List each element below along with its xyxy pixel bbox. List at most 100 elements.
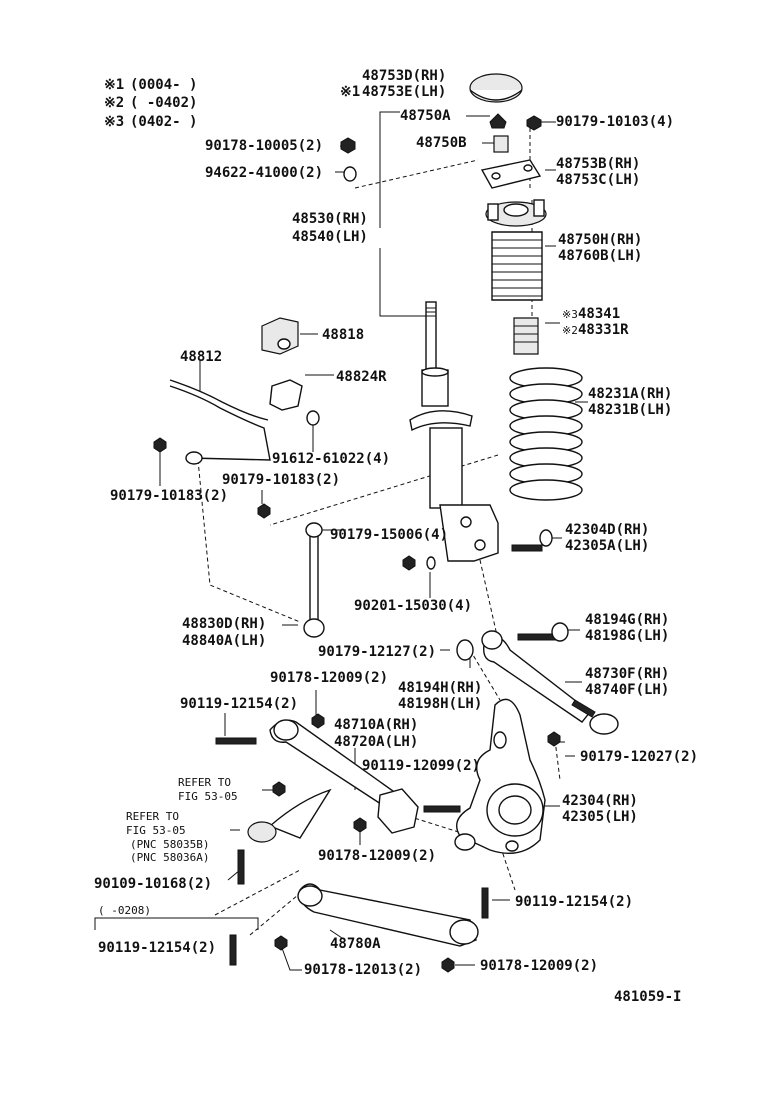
bolt-91612 xyxy=(306,410,320,426)
label-48753e: 48753E(LH) xyxy=(362,84,446,100)
bolt-90119-12154-a xyxy=(215,737,257,745)
label-90179-12127: 90179-12127(2) xyxy=(318,644,436,660)
bushing-48750b xyxy=(493,135,509,153)
bracket-48824r xyxy=(269,379,303,411)
label-48818: 48818 xyxy=(322,327,364,343)
legend-text-1: (0004- ) xyxy=(130,77,197,93)
label-48730f: 48730F(RH) xyxy=(585,666,669,682)
bolt-90119-12154-b xyxy=(481,887,489,919)
legend-mark-2: ※2 xyxy=(104,95,124,111)
stabilizer-parts xyxy=(153,317,553,638)
label-48740f: 48740F(LH) xyxy=(585,682,669,698)
label-90119-12154-right: 90119-12154(2) xyxy=(515,894,633,910)
label-90109-10168: 90109-10168(2) xyxy=(94,876,212,892)
label-48194g: 48194G(RH) xyxy=(585,612,669,628)
nut-90178-12013 xyxy=(274,935,288,951)
label-91612-61022: 91612-61022(4) xyxy=(272,451,390,467)
label-48830d: 48830D(RH) xyxy=(182,616,266,632)
label-48331r: 48331R xyxy=(578,322,629,338)
label-90178-12009-middle: 90178-12009(2) xyxy=(318,848,436,864)
label-90201-15030: 90201-15030(4) xyxy=(354,598,472,614)
label-48720a: 48720A(LH) xyxy=(334,734,418,750)
label-48750a: 48750A xyxy=(400,108,451,124)
bump-stop-48341 xyxy=(513,317,539,355)
part-58035b xyxy=(247,821,277,843)
label-48760b: 48760B(LH) xyxy=(558,248,642,264)
label-90179-15006: 90179-15006(4) xyxy=(330,527,448,543)
legend: ※1 (0004- ) ※2 ( -0402) ※3 (0402- ) xyxy=(104,77,197,130)
label-48753b: 48753B(RH) xyxy=(556,156,640,172)
label-48198g: 48198G(LH) xyxy=(585,628,669,644)
nut-90179-10183-a xyxy=(153,437,167,453)
label-90119-12154-lower: 90119-12154(2) xyxy=(98,940,216,956)
label-48530: 48530(RH) xyxy=(292,211,368,227)
bolt-90119-12154-c xyxy=(229,934,237,966)
label-90178-12009-upper: 90178-12009(2) xyxy=(270,670,388,686)
label-90179-10183-lower: 90179-10183(2) xyxy=(110,488,228,504)
stabilizer-bar-48812 xyxy=(169,379,269,421)
label-42304d: 42304D(RH) xyxy=(565,522,649,538)
pnc-58035b: (PNC 58035B) xyxy=(130,838,209,851)
label-90179-12027: 90179-12027(2) xyxy=(580,749,698,765)
bolt-48194g xyxy=(517,633,557,641)
label-42305: 42305(LH) xyxy=(562,809,638,825)
label-48231a: 48231A(RH) xyxy=(588,386,672,402)
nut-90178-12009-b xyxy=(353,817,367,833)
refer-fig-2: FIG 53-05 xyxy=(126,824,186,837)
legend-text-2: ( -0402) xyxy=(130,95,197,111)
label-48812: 48812 xyxy=(180,349,222,365)
label-48198h: 48198H(LH) xyxy=(398,696,482,712)
figure-id: 481059-I xyxy=(614,989,681,1005)
label-94622-41000: 94622-41000(2) xyxy=(205,165,323,181)
label-48194h: 48194H(RH) xyxy=(398,680,482,696)
label-42305a: 42305A(LH) xyxy=(565,538,649,554)
label-48753c: 48753C(LH) xyxy=(556,172,640,188)
legend-text-3: (0402- ) xyxy=(130,114,197,130)
label-48840a: 48840A(LH) xyxy=(182,633,266,649)
strut-upper-parts xyxy=(340,73,547,355)
nut-90179-10103 xyxy=(526,115,542,131)
boot-48760b xyxy=(491,231,543,301)
nut-90179-15006 xyxy=(402,555,416,571)
bolt-42304d xyxy=(511,544,543,552)
label-48231b: 48231B(LH) xyxy=(588,402,672,418)
nut-90178-10005 xyxy=(340,137,356,154)
mark-48341: ※3 xyxy=(562,308,578,321)
plate-48753b xyxy=(480,159,542,189)
bolt-90119-12099 xyxy=(423,805,461,813)
label-42304: 42304(RH) xyxy=(562,793,638,809)
legend-mark-1: ※1 xyxy=(104,77,124,93)
spring-seat xyxy=(409,410,473,432)
label-48750h: 48750H(RH) xyxy=(558,232,642,248)
lower-arms xyxy=(215,622,619,973)
label-90119-12154-upper: 90119-12154(2) xyxy=(180,696,298,712)
label-90178-12013: 90178-12013(2) xyxy=(304,962,422,978)
strut-body xyxy=(429,427,463,509)
nut-90179-12027 xyxy=(547,731,561,747)
nut-90179-10183-b xyxy=(257,503,271,519)
label-48780a: 48780A xyxy=(330,936,381,952)
label-48824r: 48824R xyxy=(336,369,387,385)
label-90178-10005: 90178-10005(2) xyxy=(205,138,323,154)
coil-spring-48231a xyxy=(509,367,583,501)
label-48341: 48341 xyxy=(578,306,620,322)
washer-90201 xyxy=(426,556,436,570)
label-48750b: 48750B xyxy=(416,135,467,151)
link-48830d xyxy=(309,529,319,623)
washer-94622 xyxy=(343,166,357,182)
refer-to-1: REFER TO xyxy=(178,776,231,789)
nut-48750a xyxy=(489,113,507,129)
part-labels: 48753D(RH) ※1 48753E(LH) 48750A 90179-10… xyxy=(94,68,698,1005)
refer-to-2: REFER TO xyxy=(126,810,179,823)
bolt-90109-10168 xyxy=(237,849,245,885)
nut-90178-12009-a xyxy=(311,713,325,729)
arm-48780a xyxy=(299,883,477,947)
shock-absorber xyxy=(409,301,499,562)
label-90179-10103: 90179-10103(4) xyxy=(556,114,674,130)
nut-90178-12009-c xyxy=(441,957,455,973)
refer-fig-1: FIG 53-05 xyxy=(178,790,238,803)
knuckle-hub xyxy=(454,698,546,854)
label-90119-12099: 90119-12099(2) xyxy=(362,758,480,774)
pnc-58036a: (PNC 58036A) xyxy=(130,851,209,864)
